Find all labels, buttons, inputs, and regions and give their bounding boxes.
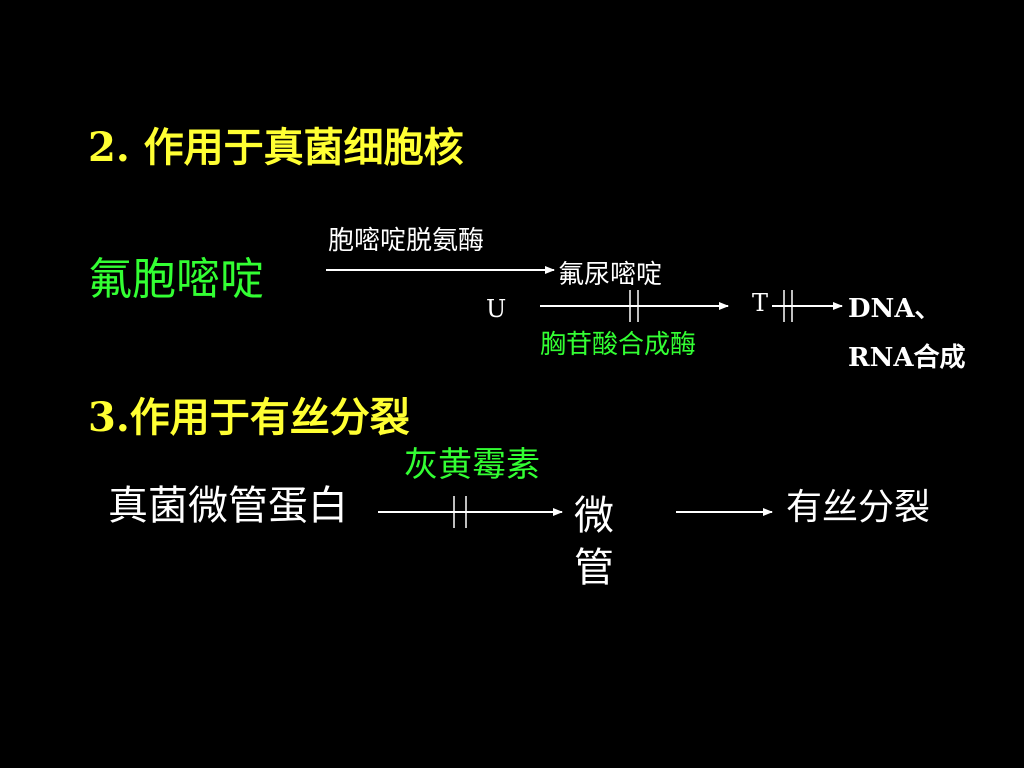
microtubule-label-char1: 微	[574, 493, 614, 539]
fluorouracil-label: 氟尿嘧啶	[558, 260, 663, 290]
section3-title: 3.作用于有丝分裂	[88, 394, 410, 441]
fungal-tubulin-label: 真菌微管蛋白	[108, 483, 348, 529]
mitosis-label: 有丝分裂	[786, 487, 931, 528]
thymidylate-synthase-label: 胸苷酸合成酶	[540, 330, 697, 360]
dna-label: DNA、	[848, 294, 941, 324]
microtubule-label-char2: 管	[574, 545, 614, 591]
u-label: U	[486, 295, 507, 323]
flucytosine-label: 氟胞嘧啶	[88, 254, 264, 305]
t-label: T	[752, 289, 769, 317]
cytosine-deaminase-label: 胞嘧啶脱氨酶	[328, 226, 485, 256]
rna-label: RNA合成	[848, 343, 966, 373]
section2-title: 2. 作用于真菌细胞核	[88, 124, 464, 171]
griseofulvin-label: 灰黄霉素	[404, 445, 540, 485]
